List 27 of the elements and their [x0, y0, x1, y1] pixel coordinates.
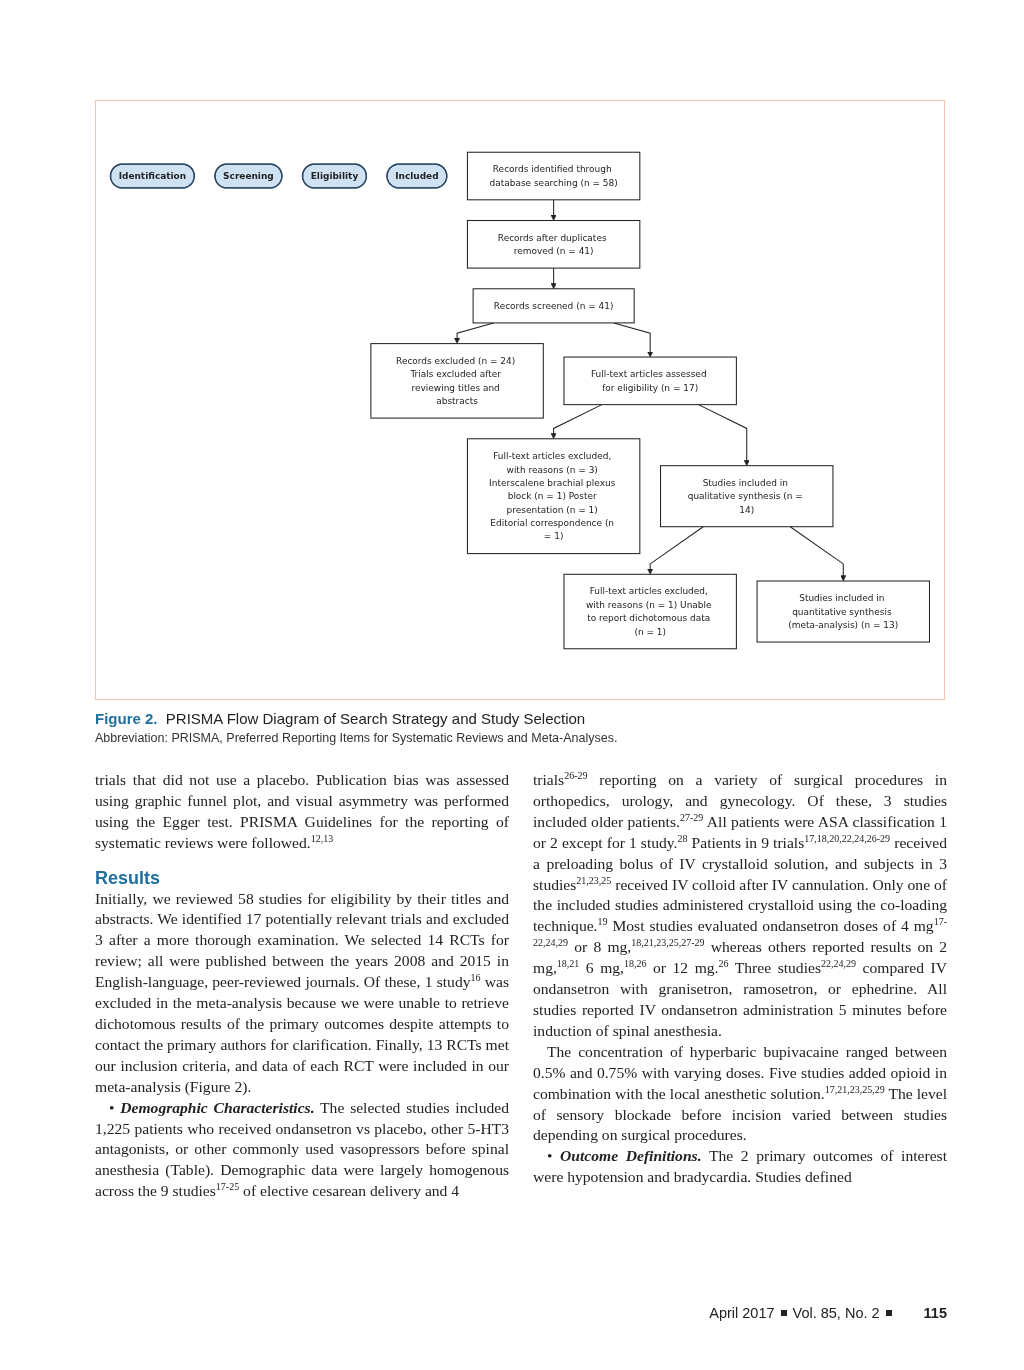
- figure-title: Figure 2. PRISMA Flow Diagram of Search Strategy and Study Selection: [95, 710, 586, 727]
- node-box: Studies included in quantitative synthesis (meta-analysis) (n = 13): [756, 580, 930, 643]
- page-number: 115: [923, 1305, 947, 1321]
- arrow: [647, 525, 704, 575]
- body-paragraph: trials$^{26-29}$ reporting on a variety of surgical procedures in orthopedics, urology, and gynecology. Of these, 3 studies included older patients.$^{27-29}$ All patients were ASA classification 1 or 2 except for 1 study.$^{28}$ Patients in 9 trials$^{17,18,20,22,24,26-29}$ received a preloading bolus of IV crystalloid solution, and subjects in 3 studies$^{21,23,25}$ received IV colloid after IV cannulation. Only one of the included studies administered crystalloid using the co-loading technique.$^{19}$ Most studies evaluated ondansetron doses of 4 mg$^{17-}$$^{22,24,29}$ or 8 mg,$^{18,21,23,25,27-29}$ whereas others reported results on 2 mg,$^{18,21}$ 6 mg,$^{18,26}$ or 12 mg.$^{26}$ Three studies$^{22,24,29}$ compared IV ondansetron with granisetron, ramosetron, or ephedrine. All studies reported IV ondansetron administration 5 minutes before induction of spinal anesthesia.: [533, 770, 947, 1041]
- arrow: [550, 198, 557, 221]
- body-paragraph: • Demographic Characteristics. The selected studies included 1,225 patients who received ondansetron vs placebo, other 5-HT3 antagonists, or other commonly used vasopressors before spinal anesthesia (Table). Demographic data were largely homogenous across the 9 studies$^{17-25}$ of elective cesarean delivery and 4: [95, 1097, 509, 1202]
- issue-info: Vol. 85, No. 2: [792, 1305, 880, 1321]
- node-box: Full-text articles excluded, with reasons (n = 3) Interscalene brachial plexus block (n = 1) Poster presentation (n = 1) Editorial correspondence (n = 1): [466, 437, 641, 554]
- body-paragraph: Initially, we reviewed 58 studies for eligibility by their titles and abstracts. We identified 17 potentially relevant trials and excluded 3 after a more thorough examination. We selected 14 RCTs for review; all were published between the years 2008 and 2015 in English-language, peer-reviewed journals. Of these, 1 study$^{16}$ was excluded in the meta-analysis because we were unable to retrieve dichotomous results of the primary outcomes despite attempts to contact the primary authors for clarification. Finally, 13 RCTs met our inclusion criteria, and data of each RCT were included in our meta-analysis (Figure 2).: [95, 888, 509, 1097]
- node-box: Records after duplicates removed (n = 41): [466, 219, 641, 269]
- issue-info: April 2017: [709, 1305, 775, 1321]
- node-box: Full-text articles excluded, with reasons (n = 1) Unable to report dichotomous data (n = 1): [563, 573, 737, 649]
- section-heading: Results: [95, 867, 162, 889]
- node-box: Records identified through database searching (n = 58): [466, 151, 641, 200]
- body-paragraph: The concentration of hyperbaric bupivacaine ranged between 0.5% and 0.75% with varying doses. Five studies added opioid in combination with the local anesthetic solution.$^{17,21,23,25,29}$ The level of sensory blockade before incision varied between studies depending on surgical procedures.: [533, 1041, 947, 1146]
- arrow: [550, 403, 603, 439]
- arrow: [789, 525, 847, 581]
- node-box: Studies included in qualitative synthesis (n = 14): [660, 464, 834, 527]
- node-box: Full-text articles assessed for eligibility (n = 17): [563, 356, 737, 405]
- body-paragraph: trials that did not use a placebo. Publication bias was assessed using graphic funnel plot, and visual asymmetry was performed using the Egger test. PRISMA Guidelines for the reporting of systematic reviews were followed.$^{12,13}$: [95, 770, 509, 853]
- arrow: [550, 267, 557, 289]
- node-box: Records screened (n = 41): [472, 287, 635, 323]
- figure-caption: Abbreviation: PRISMA, Preferred Reporting Items for Systematic Reviews and Meta-Analyses.: [95, 731, 618, 745]
- node-box: Records excluded (n = 24) Trials excluded after reviewing titles and abstracts: [370, 342, 544, 419]
- body-paragraph: • Outcome Definitions. The 2 primary outcomes of interest were hypotension and bradycardia. Studies defined: [533, 1146, 947, 1188]
- arrow: [697, 403, 750, 466]
